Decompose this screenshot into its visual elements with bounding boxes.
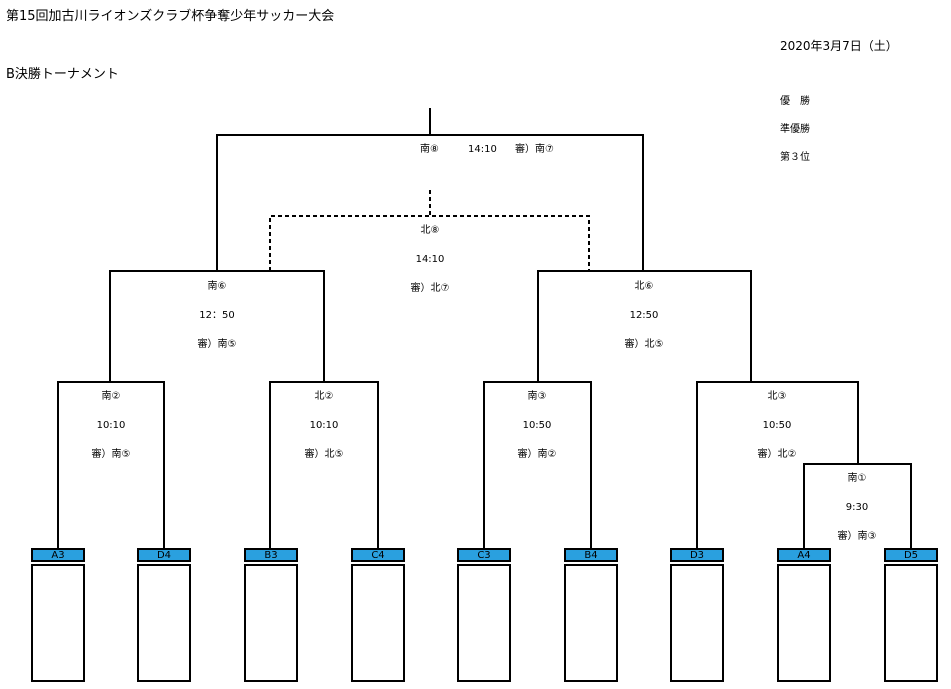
qf3-bracket (483, 381, 592, 548)
team-label: A4 (777, 548, 831, 562)
page-title: 第15回加古川ライオンズクラブ杯争奪少年サッカー大会 (6, 9, 335, 24)
team-slot: D4 (137, 548, 191, 682)
team-slot: A3 (31, 548, 85, 682)
team-result-box (564, 564, 618, 682)
team-result-box (137, 564, 191, 682)
bracket-subtitle: B決勝トーナメント (6, 67, 119, 82)
qf3-time: 10:50 (522, 420, 552, 431)
ranking-second: 準優勝 (780, 124, 810, 135)
semi-right-field: 北⑥ (634, 281, 654, 292)
team-result-box (777, 564, 831, 682)
qf1-time: 10:10 (96, 420, 126, 431)
team-result-box (244, 564, 298, 682)
semi-left-referee: 審）南⑤ (197, 339, 237, 350)
semi-left-field: 南⑥ (207, 281, 227, 292)
ranking-list: 優 勝 準優勝 第３位 (780, 96, 810, 180)
semi-right-bracket (537, 270, 752, 382)
team-label: D3 (670, 548, 724, 562)
qf2-time: 10:10 (309, 420, 339, 431)
qf3-field: 南③ (527, 391, 547, 402)
qf4-field: 北③ (767, 391, 787, 402)
qf4-time: 10:50 (762, 420, 792, 431)
third-place-referee: 審）北⑦ (410, 283, 450, 294)
final-bracket (216, 134, 644, 271)
semi-right-info: 北⑥ 12:50 審）北⑤ (574, 281, 714, 368)
final-time: 14:10 (468, 144, 497, 155)
third-place-time: 14:10 (415, 254, 445, 265)
semi-right-time: 12:50 (629, 310, 659, 321)
team-slot: B3 (244, 548, 298, 682)
third-place-bracket (269, 215, 590, 271)
team-slot: C4 (351, 548, 405, 682)
third-place-info: 北⑧ 14:10 審）北⑦ (360, 225, 500, 312)
match-date: 2020年3月7日（土） (780, 39, 898, 53)
team-slot: B4 (564, 548, 618, 682)
team-label: A3 (31, 548, 85, 562)
team-label: D4 (137, 548, 191, 562)
qf2-bracket (269, 381, 379, 548)
semi-left-bracket (109, 270, 325, 382)
final-field: 南⑧ (420, 144, 439, 155)
r1-info: 南① 9:30 審）南③ (787, 473, 927, 560)
ranking-first: 優 勝 (780, 96, 810, 107)
qf4-bracket (696, 381, 859, 548)
qf1-field: 南② (101, 391, 121, 402)
team-result-box (884, 564, 938, 682)
final-referee: 審）南⑦ (515, 144, 554, 155)
team-result-box (351, 564, 405, 682)
r1-field: 南① (847, 473, 867, 484)
team-label: D5 (884, 548, 938, 562)
qf3-referee: 審）南② (517, 449, 557, 460)
qf1-bracket (57, 381, 165, 548)
qf4-referee: 審）北② (757, 449, 797, 460)
semi-left-info: 南⑥ 12：50 審）南⑤ (147, 281, 287, 368)
r1-referee: 審）南③ (837, 531, 877, 542)
ranking-third: 第３位 (780, 152, 810, 163)
team-result-box (457, 564, 511, 682)
third-place-field: 北⑧ (420, 225, 440, 236)
qf1-referee: 審）南⑤ (91, 449, 131, 460)
semi-right-referee: 審）北⑤ (624, 339, 664, 350)
r1-time: 9:30 (845, 502, 869, 513)
team-slot: A4 (777, 548, 831, 682)
qf2-info: 北② 10:10 審）北⑤ (254, 391, 394, 478)
team-label: B3 (244, 548, 298, 562)
qf2-field: 北② (314, 391, 334, 402)
team-label: B4 (564, 548, 618, 562)
team-slot: D3 (670, 548, 724, 682)
qf3-info: 南③ 10:50 審）南② (467, 391, 607, 478)
team-result-box (670, 564, 724, 682)
qf1-info: 南② 10:10 審）南⑤ (41, 391, 181, 478)
qf2-referee: 審）北⑤ (304, 449, 344, 460)
team-label: C3 (457, 548, 511, 562)
semi-left-time: 12：50 (199, 310, 235, 321)
team-result-box (31, 564, 85, 682)
r1-bracket (803, 463, 912, 548)
team-slot: C3 (457, 548, 511, 682)
team-slot: D5 (884, 548, 938, 682)
team-label: C4 (351, 548, 405, 562)
qf4-info: 北③ 10:50 審）北② (707, 391, 847, 478)
